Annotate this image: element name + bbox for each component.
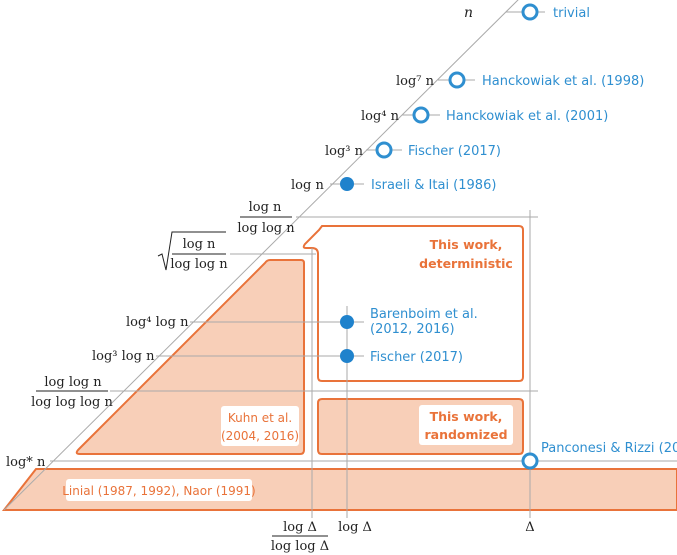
region-linial: Linial (1987, 1992), Naor (1991) — [62, 484, 255, 498]
label-logstar: log* n — [6, 455, 46, 470]
point-hanckowiak-1998 — [448, 71, 466, 89]
point-fischer-2017-top — [375, 141, 393, 159]
randomized-label-box — [419, 405, 513, 445]
cite-fischer-2017-mid: Fischer (2017) — [370, 350, 463, 365]
cite-fischer-2017-top: Fischer (2017) — [408, 144, 501, 159]
label-sqrt-num: log n — [183, 237, 216, 252]
point-hanckowiak-2001 — [412, 106, 430, 124]
region-randomized-line2: randomized — [424, 427, 507, 442]
cite-barenboim-line1: Barenboim et al. — [370, 307, 478, 322]
point-panconesi-rizzi — [521, 452, 539, 470]
label-log4-loglog: log⁴ log n — [126, 315, 189, 330]
region-deterministic-line1: This work, — [430, 237, 503, 252]
cite-panconesi-rizzi: Panconesi & Rizzi (2001) — [541, 441, 677, 456]
label-log4: log⁴ n — [361, 109, 400, 124]
label-logn: log n — [291, 178, 324, 193]
region-kuhn-line2: (2004, 2016) — [221, 429, 299, 443]
point-fischer-2017-mid — [340, 349, 354, 363]
label-logn-frac-num: log n — [249, 200, 282, 215]
cite-israeli-itai: Israeli & Itai (1986) — [371, 178, 496, 193]
label-log3: log³ n — [325, 144, 364, 159]
region-randomized-line1: This work, — [430, 409, 503, 424]
label-loglog-frac-den: log log log n — [31, 395, 113, 410]
cite-trivial: trivial — [553, 6, 590, 21]
label-logD-frac-den: log log Δ — [271, 539, 329, 554]
cite-barenboim-line2: (2012, 2016) — [370, 322, 455, 337]
label-log7: log⁷ n — [396, 74, 435, 89]
label-sqrt-den: log log n — [170, 257, 228, 272]
point-barenboim — [340, 315, 354, 329]
label-n: n — [464, 5, 473, 21]
cite-hanckowiak-1998: Hanckowiak et al. (1998) — [482, 74, 644, 89]
point-trivial — [521, 3, 539, 21]
region-deterministic-line2: deterministic — [419, 256, 513, 271]
label-logD: log Δ — [338, 520, 372, 535]
diagonal-line — [3, 0, 519, 511]
deterministic-region — [302, 225, 524, 382]
cite-hanckowiak-2001: Hanckowiak et al. (2001) — [446, 109, 608, 124]
region-kuhn-line1: Kuhn et al. — [228, 411, 292, 425]
point-israeli-itai — [340, 177, 354, 191]
linial-label-box — [66, 479, 252, 501]
label-logn-frac-den: log log n — [237, 221, 295, 236]
label-logD-frac-num: log Δ — [283, 520, 317, 535]
label-D: Δ — [525, 520, 534, 535]
label-loglog-frac-num: log log n — [44, 375, 102, 390]
label-log3-loglog: log³ log n — [92, 349, 155, 364]
kuhn-region — [75, 259, 305, 455]
kuhn-label-box — [221, 406, 299, 446]
sqrt-radical — [157, 231, 226, 271]
